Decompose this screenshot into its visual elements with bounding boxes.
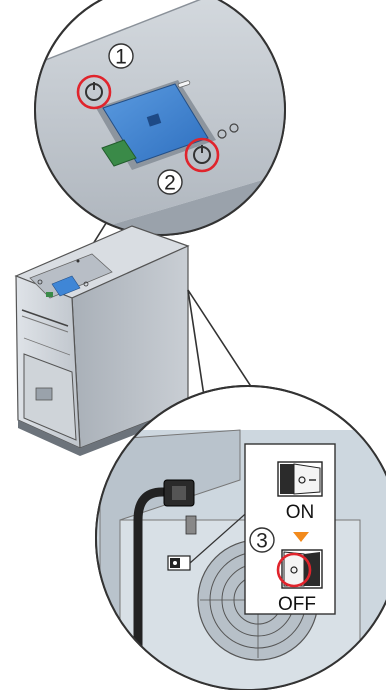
callout-3: 3 <box>250 528 274 553</box>
callout-2: 2 <box>158 170 182 195</box>
off-label: OFF <box>278 594 316 615</box>
switch-off-state <box>278 550 322 588</box>
callout-3-number: 3 <box>256 530 268 553</box>
device-door-handle <box>36 388 52 400</box>
bottom-zoom-pointer <box>188 290 252 396</box>
callout-1: 1 <box>109 44 133 69</box>
callout-2-number: 2 <box>164 172 176 195</box>
switch-detail-panel: ON OFF 3 <box>245 444 335 615</box>
on-label: ON <box>286 502 315 523</box>
callout-1-number: 1 <box>115 46 127 69</box>
latch <box>186 516 196 534</box>
device-start-button <box>46 292 53 297</box>
switch-on-state <box>278 462 322 496</box>
